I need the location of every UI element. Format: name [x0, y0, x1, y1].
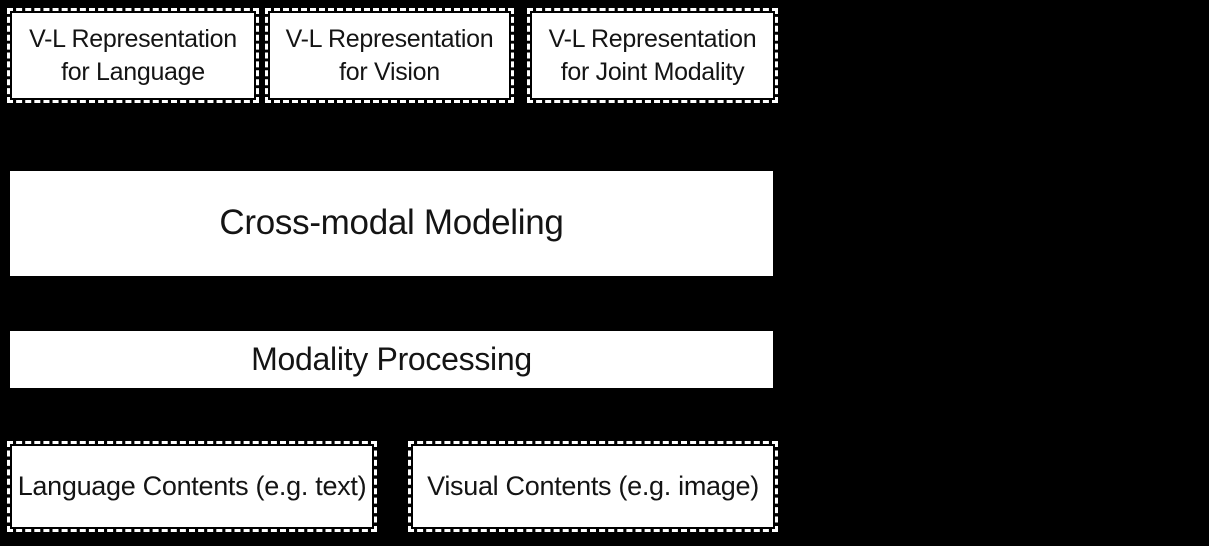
visual-contents-box: Visual Contents (e.g. image) [408, 441, 778, 532]
vl-representation-language-label-line2: for Language [61, 57, 205, 86]
vl-representation-joint-modality-box: V-L Representation for Joint Modality [527, 8, 778, 103]
vl-representation-vision-label-line2: for Vision [339, 57, 440, 86]
modality-processing-box: Modality Processing [10, 331, 773, 388]
vl-representation-joint-modality-label-line1: V-L Representation [548, 24, 757, 53]
vl-representation-vision-label-line1: V-L Representation [285, 24, 494, 53]
visual-contents-label: Visual Contents (e.g. image) [427, 470, 759, 501]
language-contents-label: Language Contents (e.g. text) [17, 470, 367, 501]
modality-processing-label: Modality Processing [251, 341, 532, 378]
vl-representation-vision-box: V-L Representation for Vision [265, 8, 514, 103]
vl-representation-language-box: V-L Representation for Language [7, 8, 259, 103]
vl-representation-joint-modality-label-line2: for Joint Modality [560, 57, 745, 86]
cross-modal-modeling-box: Cross-modal Modeling [10, 171, 773, 276]
language-contents-box: Language Contents (e.g. text) [7, 441, 377, 532]
vl-representation-language-label-line1: V-L Representation [29, 24, 237, 53]
cross-modal-modeling-label: Cross-modal Modeling [219, 203, 564, 243]
